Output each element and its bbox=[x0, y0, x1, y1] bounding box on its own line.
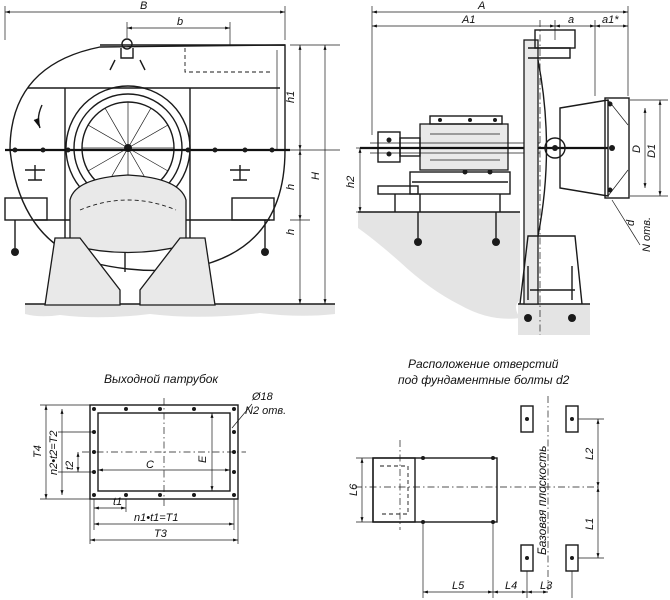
dim-a1: a1* bbox=[602, 14, 619, 26]
dim-H: H bbox=[310, 172, 322, 180]
inlet-duct bbox=[69, 174, 187, 254]
dim-L1: L1 bbox=[584, 518, 596, 530]
foundation-title-1: Расположение отверстий bbox=[408, 357, 559, 371]
dim-h-lower: h bbox=[285, 229, 297, 235]
dim-A: A bbox=[477, 0, 485, 12]
dim-n1t1: n1•t1=T1 bbox=[134, 512, 179, 524]
dim-D: D bbox=[631, 145, 643, 153]
dim-d: d bbox=[625, 219, 637, 226]
foundation-title-2: под фундаментные болты d2 bbox=[398, 373, 570, 387]
right-leg bbox=[139, 237, 216, 306]
dim-T4: T4 bbox=[32, 445, 44, 458]
dim-hole-n: N2 отв. bbox=[245, 405, 286, 417]
dim-a: a bbox=[568, 14, 574, 26]
dim-b: b bbox=[177, 16, 183, 28]
impeller-side bbox=[523, 39, 539, 305]
dim-L6: L6 bbox=[348, 483, 360, 496]
dim-hole-d: Ø18 bbox=[251, 391, 274, 403]
dim-t2: t2 bbox=[64, 461, 76, 470]
dim-T3: T3 bbox=[154, 528, 168, 540]
side-view: A A1 a a1* h2 D D1 d N отв. bbox=[345, 0, 668, 335]
dim-h1: h1 bbox=[285, 91, 297, 103]
dim-L5: L5 bbox=[452, 580, 465, 592]
dim-N: N отв. bbox=[641, 217, 653, 252]
left-leg bbox=[44, 237, 121, 306]
lifting-eye bbox=[121, 38, 133, 50]
dim-t1: t1 bbox=[113, 496, 122, 508]
base-frame bbox=[409, 171, 511, 195]
right-bracket bbox=[231, 197, 275, 221]
base-plane-label: Базовая плоскость bbox=[535, 446, 549, 555]
side-foundation bbox=[358, 212, 520, 319]
left-bracket bbox=[4, 197, 48, 221]
dim-L3: L3 bbox=[540, 580, 553, 592]
front-ground bbox=[25, 304, 335, 318]
dim-C: C bbox=[146, 459, 154, 471]
foundation-plan: Расположение отверстий под фундаментные … bbox=[348, 357, 604, 598]
dim-h: h bbox=[285, 184, 297, 190]
dim-L4: L4 bbox=[505, 580, 517, 592]
outlet-title: Выходной патрубок bbox=[104, 372, 219, 386]
dim-L2: L2 bbox=[584, 448, 596, 460]
front-view: B b h1 h H h bbox=[4, 0, 340, 318]
outlet-flange: Выходной патрубок C E Ø18 N2 отв. T4 bbox=[32, 372, 286, 544]
dim-h2: h2 bbox=[345, 176, 357, 188]
dim-D1: D1 bbox=[646, 144, 658, 158]
dim-n2t2: n2•t2=T2 bbox=[48, 430, 60, 475]
dim-E: E bbox=[197, 455, 209, 463]
dim-A1: A1 bbox=[461, 14, 475, 26]
dim-B: B bbox=[140, 0, 147, 12]
